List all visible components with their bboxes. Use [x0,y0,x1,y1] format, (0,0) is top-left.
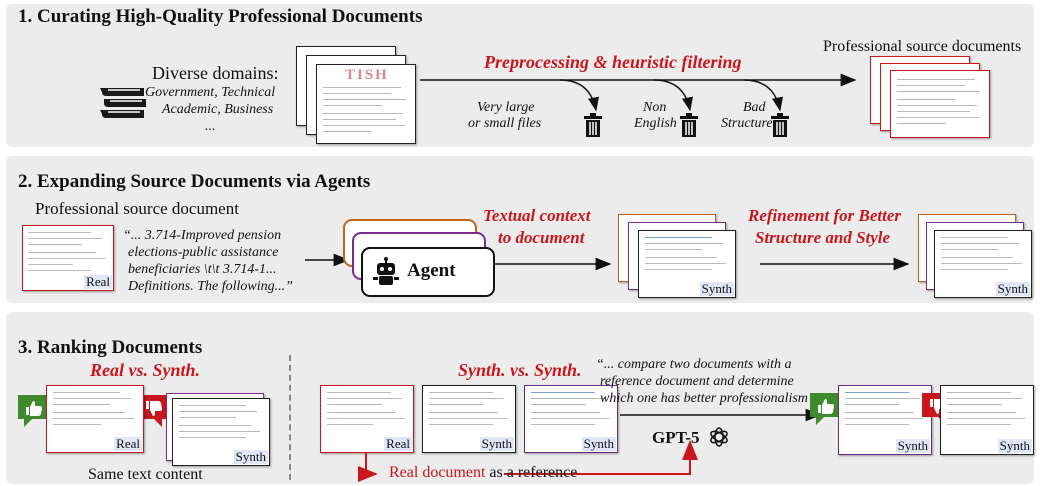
cand-synth-doc-2: Synth [524,385,618,453]
filter-3-line-1: Bad [743,100,766,115]
agent-card: Agent [361,247,495,297]
section-2-title: 2. Expanding Source Documents via Agents [18,171,371,192]
prompt-line-1: “... compare two documents with a [596,357,792,372]
thumbs-up-icon [18,395,48,427]
filter-label: Preprocessing & heuristic filtering [484,52,742,72]
domains-line-3: ... [205,119,216,134]
synth-doc-front-2: Synth [934,230,1032,298]
thumbs-down-icon [138,395,168,427]
section-1-title: 1. Curating High-Quality Professional Do… [18,6,423,27]
loser-synth-doc: Synth [940,385,1034,455]
agent-label: Agent [407,260,456,281]
synth-tag: Synth [699,281,734,296]
reference-rest-text: as a reference [485,464,578,481]
filter-1-line-2: or small files [468,116,542,131]
real-tag: Real [384,436,412,451]
prompt-line-2: reference document and determine [600,374,794,389]
filter-1-line-1: Very large [477,100,535,115]
domains-label: Diverse domains: [152,63,279,83]
trash-icon [584,113,602,137]
robot-icon [371,257,401,287]
output-label: Professional source documents [823,38,1022,55]
step2-line-1: Refinement for Better [748,206,901,225]
synth-tag: Synth [233,449,268,464]
synth-tag: Synth [895,438,930,453]
real-tag: Real [114,436,142,451]
synth-vs-synth-label: Synth. vs. Synth. [458,360,582,380]
real-tag: Real [84,274,112,289]
real-vs-synth-label: Real vs. Synth. [90,360,201,380]
synth-doc-front-1: Synth [638,230,736,298]
winner-synth-doc: Synth [838,385,932,455]
section-3-divider [289,355,291,480]
quote-line-1: “... 3.714-Improved pension [123,228,282,243]
filter-2-line-2: English [634,116,677,131]
quote-line-2: elections-public assistance [128,245,279,260]
quote-line-4: Definitions. The following...” [128,279,293,294]
source-doc-real: Real [22,225,114,291]
domains-line-1: Government, Technical [145,85,276,100]
synth-tag: Synth [479,436,514,451]
openai-logo-icon [708,426,730,448]
source-doc-label: Professional source document [35,199,239,218]
step1-line-1: Textual context [483,206,591,225]
reference-note: Real document as a reference [389,464,577,482]
reference-red-text: Real document [389,464,486,481]
synth-tag: Synth [995,281,1030,296]
same-text-label: Same text content [88,466,203,483]
thumbs-up-icon [810,393,840,425]
prompt-line-3: which one has better professionalism” [600,391,816,406]
trash-icon [771,113,789,137]
filter-2-line-1: Non [643,100,667,115]
input-doc-front: TISH [316,64,416,144]
section-2-panel [6,156,1034,303]
quote-line-3: beneficiaries \t\t 3.714-1... [128,262,277,277]
cand-synth-doc-1: Synth [422,385,516,453]
domains-line-2: Academic, Business [162,102,274,117]
rank-synth-doc-front: Synth [172,398,270,466]
input-doc-stamp: TISH [345,67,389,83]
filter-3-line-2: Structure [721,116,773,131]
step2-line-2: Structure and Style [755,228,891,247]
step1-line-2: to document [498,228,585,247]
synth-tag: Synth [581,436,616,451]
ref-real-doc: Real [320,385,414,453]
rank-real-doc: Real [46,385,144,453]
synth-tag: Synth [997,438,1032,453]
judge-label: GPT-5 [652,428,700,447]
section-1-panel [6,4,1034,147]
trash-icon [680,113,698,137]
section-3-title: 3. Ranking Documents [18,337,203,358]
output-doc-front [890,70,990,138]
